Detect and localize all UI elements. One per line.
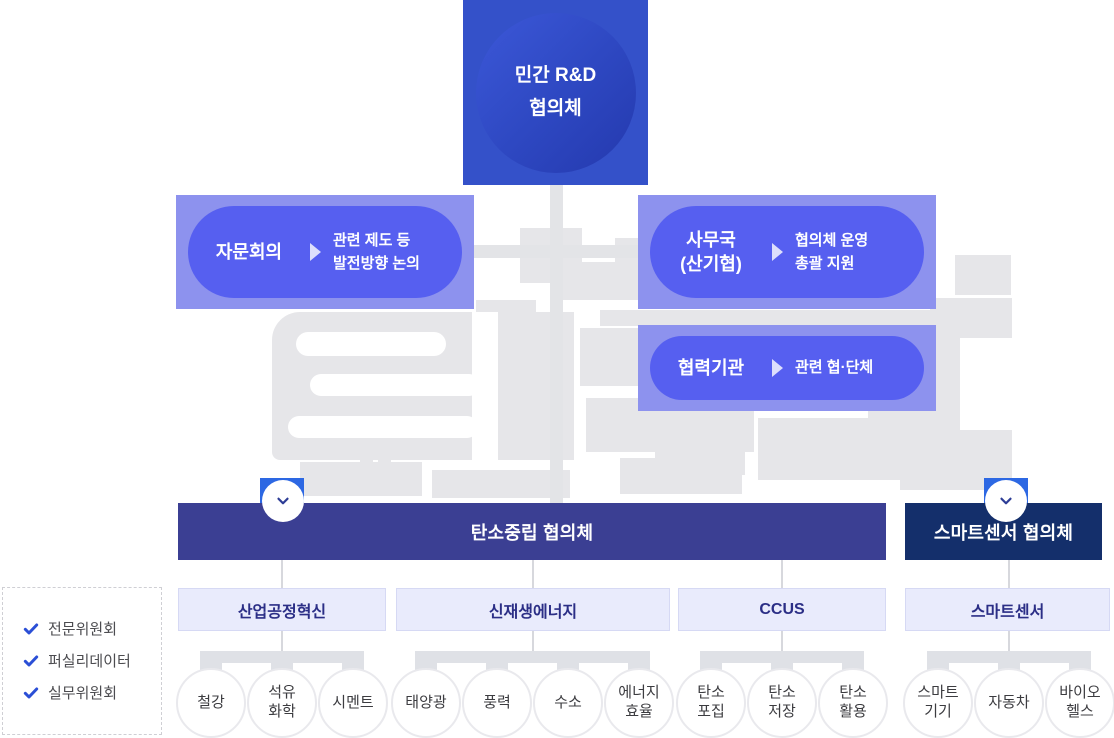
member-cement: 시멘트: [318, 668, 388, 738]
division-industry-process: 산업공정혁신: [178, 588, 386, 631]
chevron-down-icon: [277, 497, 289, 505]
chevron-down-icon: [1000, 497, 1012, 505]
division-label: 산업공정혁신: [237, 603, 327, 621]
partners-description: 관련 협·단체: [795, 359, 874, 377]
division-label: 신재생에너지: [488, 603, 578, 621]
check-icon: [23, 687, 39, 698]
secretariat-label: 사무국(산기협): [680, 229, 742, 274]
connector-line: [532, 560, 534, 588]
legend-label: 전문위원회: [48, 621, 118, 638]
council-carbon-title: 탄소중립 협의체: [470, 522, 594, 543]
legend-label: 퍼실리데이터: [48, 653, 131, 670]
council-bar-sensor: 스마트센서 협의체: [905, 503, 1102, 560]
connector-line: [781, 560, 783, 588]
arrow-right-icon: [310, 243, 321, 261]
connector-line: [1008, 631, 1010, 652]
division-renewable-energy: 신재생에너지: [396, 588, 670, 631]
watermark-cutout: [288, 416, 478, 438]
connector-line: [1008, 560, 1010, 588]
check-icon: [23, 655, 39, 666]
expand-toggle-sensor[interactable]: [985, 480, 1027, 522]
member-automobile: 자동차: [974, 668, 1044, 738]
watermark-shape: [378, 458, 391, 484]
connector-line: [281, 631, 283, 652]
partners-pill: 협력기관 관련 협·단체: [650, 336, 924, 400]
division-smart-sensor: 스마트센서: [905, 588, 1110, 631]
connector-root-vertical: [550, 175, 563, 503]
check-icon: [23, 623, 39, 634]
legend-box: 전문위원회 퍼실리데이터 실무위원회: [2, 587, 162, 735]
connector-horizontal: [474, 245, 638, 258]
member-solar: 태양광: [391, 668, 461, 738]
arrow-right-icon: [772, 243, 783, 261]
watermark-cutout: [472, 312, 498, 460]
watermark-shape: [655, 430, 745, 475]
watermark-shape: [930, 298, 1012, 338]
member-steel: 철강: [176, 668, 246, 738]
division-label: 스마트센서: [970, 603, 1045, 621]
connector-line: [532, 631, 534, 652]
member-wind: 풍력: [462, 668, 532, 738]
partners-node: 협력기관 관련 협·단체: [638, 325, 936, 411]
division-label: CCUS: [759, 600, 805, 618]
watermark-shape: [955, 255, 1011, 295]
watermark-shape: [432, 470, 570, 498]
arrow-right-icon: [772, 359, 783, 377]
legend-label: 실무위원회: [48, 685, 118, 702]
expand-toggle-carbon[interactable]: [262, 480, 304, 522]
member-hydrogen: 수소: [533, 668, 603, 738]
legend-item-facilitator: 퍼실리데이터: [23, 650, 161, 671]
council-sensor-title: 스마트센서 협의체: [933, 522, 1074, 543]
root-node-circle: [475, 12, 636, 173]
legend-item-working-committee: 실무위원회: [23, 682, 161, 703]
division-ccus: CCUS: [678, 588, 886, 631]
legend-item-expert-committee: 전문위원회: [23, 618, 161, 639]
group-bracket: [415, 651, 650, 663]
watermark-cutout: [310, 374, 480, 396]
watermark-shape: [360, 458, 373, 484]
connector-line: [781, 631, 783, 652]
connector-line: [281, 560, 283, 588]
watermark-cutout: [296, 332, 446, 356]
advisory-label: 자문회의: [215, 241, 283, 262]
partners-label: 협력기관: [677, 357, 745, 378]
